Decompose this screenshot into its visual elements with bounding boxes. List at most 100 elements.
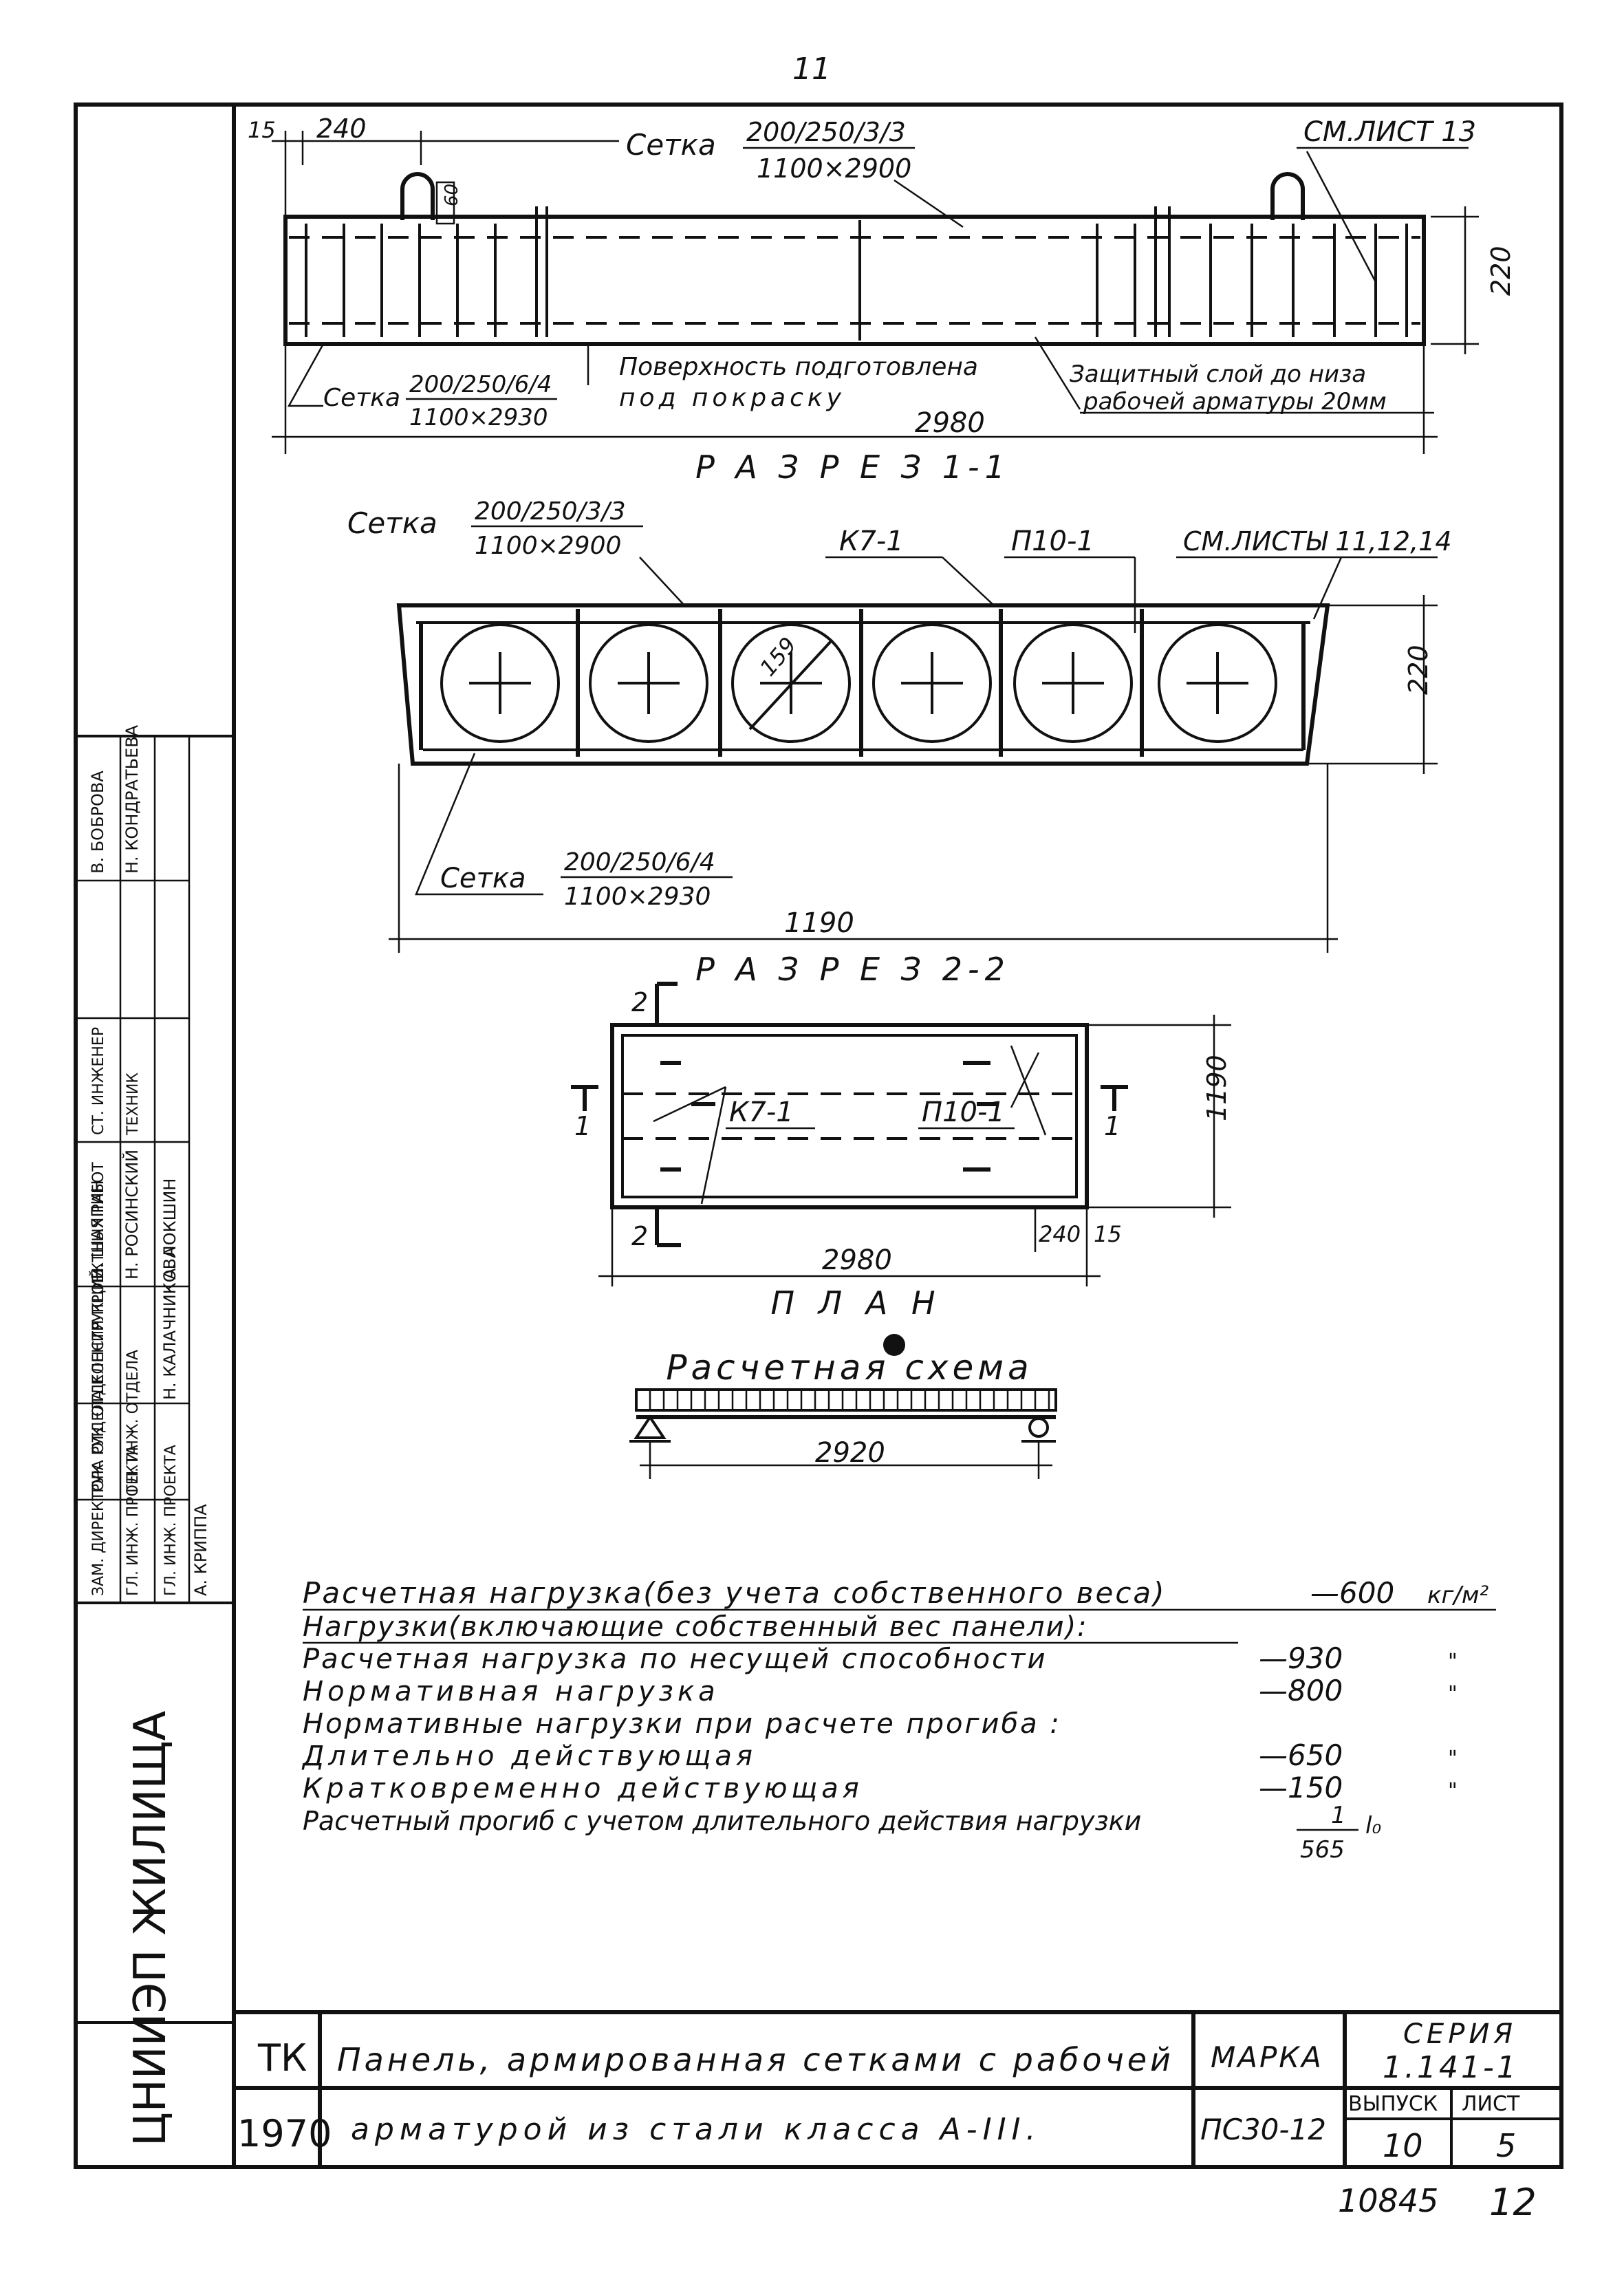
title-block: ТК 1970 Панель, армированная сетками с р… — [234, 2010, 1561, 2167]
section-1-title: Р А З Р Е З 1-1 — [695, 449, 1010, 486]
s2-dim-void: 159 — [755, 632, 801, 681]
load-row-2-value: —800 — [1259, 1674, 1343, 1707]
pos-0: ЗАМ. ДИРЕКТОРА РУК. ОТДЕЛЕНИЯ ПРОЕКТНЫХ … — [90, 1162, 107, 1596]
voids — [440, 623, 1277, 743]
s2-mesh-label: Сетка — [347, 506, 437, 540]
sheet-value: 5 — [1496, 2127, 1516, 2164]
mesh-bottom-den: 1100×2930 — [409, 404, 548, 431]
s2-dim-1190: 1190 — [784, 907, 854, 939]
support-pinned — [629, 1414, 671, 1443]
marka-value: ПС30-12 — [1200, 2113, 1326, 2146]
load-row-2-label: Нормативная нагрузка — [303, 1676, 719, 1707]
mesh-top-den: 1100×2900 — [757, 153, 911, 184]
section-2-title: Р А З Р Е З 2-2 — [695, 951, 1010, 988]
load-row-2-unit: " — [1448, 1682, 1458, 1706]
load-line-1-value: —600 — [1310, 1576, 1394, 1610]
surface-note-2: под покраску — [619, 384, 845, 412]
section-1-1: 60 15 240 Сетка 200/250/3/3 1100×2900 СМ… — [248, 114, 1516, 486]
plan-title: П Л А Н — [770, 1284, 942, 1322]
load-row-5-value: —150 — [1259, 1771, 1343, 1804]
pos-6: ТЕХНИК — [124, 1072, 142, 1136]
cut-2-top: 2 — [631, 987, 648, 1017]
deflection-den: 565 — [1300, 1836, 1345, 1864]
sheet-label: ЛИСТ — [1462, 2092, 1520, 2116]
section-2-2: Сетка 200/250/3/3 1100×2900 К7-1 П10-1 С… — [347, 497, 1452, 988]
load-row-4-value: —650 — [1259, 1738, 1343, 1772]
mesh-top-num: 200/250/3/3 — [746, 117, 906, 147]
support-roller — [1028, 1417, 1049, 1438]
cut-2-bottom: 2 — [631, 1221, 648, 1251]
pos-2: ГЛ. ИНЖ. ОТДЕЛА — [124, 1350, 142, 1493]
load-row-5-unit: " — [1448, 1779, 1458, 1803]
scheme-span: 2920 — [815, 1437, 885, 1469]
s2-frame-k: К7-1 — [839, 526, 904, 557]
name-4: Н. КАЛАЧНИКОВА — [160, 1247, 180, 1400]
plan-dim-15: 15 — [1094, 1221, 1122, 1247]
series-label: СЕРИЯ — [1403, 2018, 1517, 2050]
pos-5: СТ. ИНЖЕНЕР — [90, 1027, 107, 1135]
s2-mesh-bottom-num: 200/250/6/4 — [564, 848, 715, 876]
plan-frame-p: П10-1 — [922, 1097, 1005, 1128]
pos-4: ГЛ. ИНЖ. ПРОЕКТА — [162, 1445, 180, 1596]
dim-2980-s1: 2980 — [915, 407, 985, 439]
ink-dot — [883, 1334, 905, 1356]
page-number: 11 — [792, 52, 831, 87]
s2-mesh-top-num: 200/250/3/3 — [475, 497, 626, 526]
dim-15: 15 — [248, 117, 276, 143]
s2-mesh-bottom-label: Сетка — [440, 863, 526, 894]
cover-note-2: рабочей арматуры 20мм — [1083, 388, 1387, 416]
mesh-top-label: Сетка — [626, 128, 716, 162]
dim-240: 240 — [316, 114, 367, 144]
load-row-3-label: Нормативные нагрузки при расчете прогиба… — [303, 1708, 1061, 1740]
mesh-bottom-num: 200/250/6/4 — [409, 371, 552, 398]
load-row-1-value: —930 — [1259, 1641, 1343, 1675]
stamp-title-1: Панель, армированная сетками с рабочей — [337, 2041, 1174, 2078]
org-name: ЦНИИЭП ЖИЛИЩА — [125, 1710, 176, 2146]
cut-1-right: 1 — [1104, 1111, 1120, 1141]
stamp-title-2: арматурой из стали класса А-III. — [351, 2112, 1041, 2147]
surface-note-1: Поверхность подготовлена — [619, 353, 978, 381]
s2-frame-p: П10-1 — [1011, 526, 1094, 557]
series-value: 1.141-1 — [1383, 2050, 1519, 2085]
mesh-bottom-label: Сетка — [323, 384, 400, 412]
name-0: А. КРИППА — [191, 1504, 210, 1596]
load-row-1-unit: " — [1448, 1650, 1458, 1674]
s2-mesh-top-den: 1100×2900 — [475, 532, 621, 560]
s2-dim-220: 220 — [1403, 645, 1433, 695]
plan-dim-240: 240 — [1039, 1221, 1081, 1247]
name-1: Б. ШАЯПИН — [88, 1180, 107, 1280]
pos-3: ГЛ. ИНЖ. ПРОЕКТА — [124, 1445, 142, 1596]
ref-sheet-13: СМ.ЛИСТ 13 — [1303, 116, 1476, 148]
loads-table: Расчетная нагрузка(без учета собственног… — [301, 1576, 1496, 1864]
issue-label: ВЫПУСК — [1348, 2092, 1438, 2116]
name-5: В. БОБРОВА — [88, 770, 107, 874]
panel-elevation — [283, 215, 1426, 346]
load-row-5-label: Кратковременно действующая — [303, 1773, 863, 1804]
archive-number: 10845 — [1338, 2182, 1438, 2219]
marka-label: МАРКА — [1211, 2040, 1323, 2074]
pos-1: РУК. ОТДЕЛА КОНСТРУКЦИЙ — [89, 1268, 107, 1493]
deflection-num: 1 — [1331, 1802, 1346, 1829]
load-line-1-unit: кг/м² — [1427, 1582, 1489, 1609]
load-row-4-label: Длительно действующая — [301, 1740, 757, 1772]
plan-outline — [610, 1023, 1089, 1209]
name-6: Н. КОНДРАТЬЕВА — [122, 724, 142, 874]
load-row-4-unit: " — [1448, 1747, 1458, 1771]
name-3: А. ЛОКШИН — [160, 1178, 180, 1280]
scheme-title: Расчетная схема — [666, 1348, 1032, 1388]
plan-view: 2 2 1 1 К7-1 П10-1 1190 240 15 2980 П Л … — [571, 982, 1232, 1322]
s2-mesh-bottom-den: 1100×2930 — [564, 883, 711, 911]
load-line-2: Нагрузки(включающие собственный вес пане… — [303, 1611, 1088, 1643]
dim-220-s1: 220 — [1486, 246, 1516, 296]
page-total: 12 — [1489, 2181, 1537, 2224]
load-line-1: Расчетная нагрузка(без учета собственног… — [303, 1576, 1167, 1610]
side-signature-block: ЗАМ. ДИРЕКТОРА РУК. ОТДЕЛЕНИЯ ПРОЕКТНЫХ … — [76, 724, 234, 2146]
plan-frame-k: К7-1 — [729, 1097, 794, 1128]
distributed-load — [635, 1388, 1057, 1412]
design-scheme: Расчетная схема 2920 — [629, 1334, 1057, 1479]
s2-ref-sheets: СМ.ЛИСТЫ 11,12,14 — [1183, 526, 1452, 557]
load-row-1-label: Расчетная нагрузка по несущей способност… — [303, 1643, 1047, 1675]
sheet-frame — [74, 103, 1563, 2169]
cut-1-left: 1 — [574, 1111, 591, 1141]
